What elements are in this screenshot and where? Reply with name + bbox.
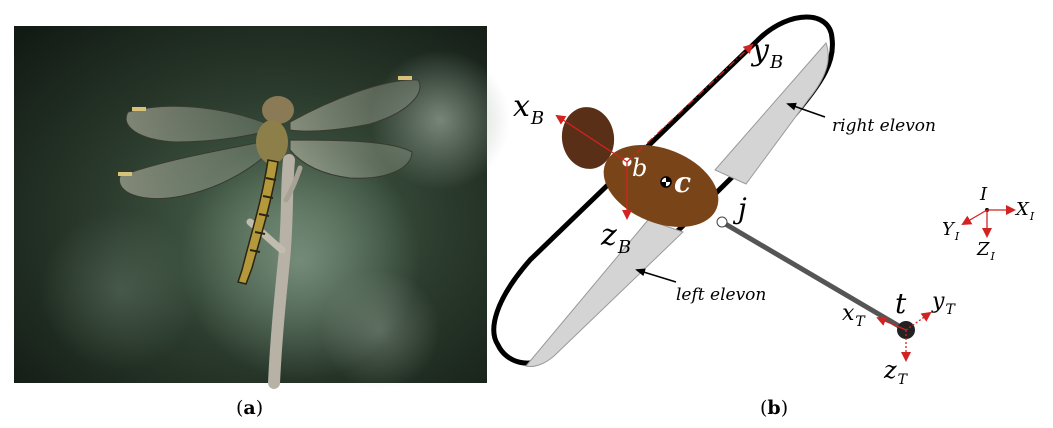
label-j: j — [732, 192, 747, 225]
dragonfly-photo — [14, 26, 510, 390]
joint-j — [717, 217, 727, 227]
label-XI: XI — [1014, 199, 1035, 223]
label-left-elevon: left elevon — [676, 285, 766, 305]
label-YI: YI — [942, 219, 960, 243]
label-I: I — [979, 184, 988, 205]
inertial-frame — [963, 208, 1014, 236]
label-xB: xB — [513, 89, 544, 129]
label-b: b — [632, 154, 647, 182]
label-t: t — [895, 287, 907, 320]
caption-b: (b) — [760, 397, 788, 419]
caption-a: (a) — [236, 397, 263, 419]
left-elevon-pointer — [637, 270, 676, 282]
tail-rod — [722, 222, 904, 329]
label-zT: zT — [883, 356, 909, 388]
label-yT: yT — [931, 289, 956, 318]
label-c: c — [674, 166, 691, 199]
label-right-elevon: right elevon — [832, 116, 936, 136]
cg-symbol — [661, 177, 671, 187]
yT-axis-arrow — [906, 313, 930, 330]
label-ZI: ZI — [976, 239, 996, 263]
